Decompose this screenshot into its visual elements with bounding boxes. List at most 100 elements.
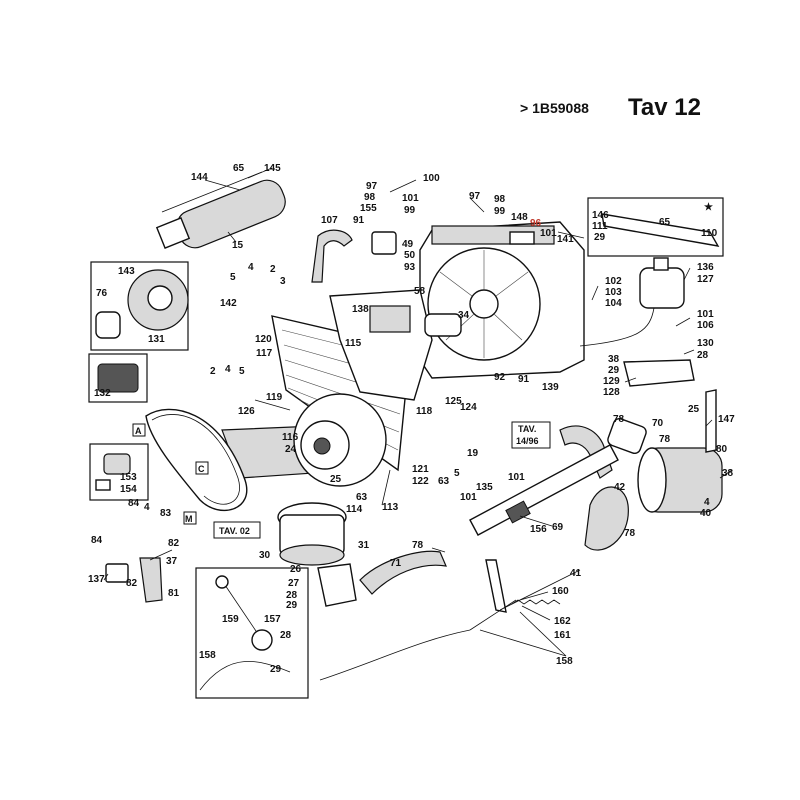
callout: 24 [285, 444, 297, 455]
callout-labels: 144 65 145 15 97 98 155 100 101 99 97 98… [88, 163, 735, 675]
svg-text:A: A [135, 426, 142, 436]
callout: 34 [458, 310, 470, 321]
belt-letter-boxes: A C M [132, 423, 209, 525]
callout: 141 [557, 234, 574, 245]
callout: 4 [704, 497, 710, 508]
callout: 107 [321, 215, 338, 226]
hose-107 [311, 229, 353, 283]
callout: 37 [166, 556, 178, 567]
callout: 124 [460, 402, 477, 413]
callout: 156 [530, 524, 547, 535]
callout: 5 [239, 366, 245, 377]
pre-cleaner-30 [277, 502, 347, 566]
callout: 129 [603, 376, 620, 387]
callout: 104 [605, 298, 622, 309]
callout: 91 [518, 374, 530, 385]
radiator-58 [419, 221, 585, 379]
callout: 83 [160, 508, 172, 519]
callout: 28 [286, 590, 298, 601]
callout: 131 [148, 334, 165, 345]
callout: 101 [460, 492, 477, 503]
callout: 78 [412, 540, 424, 551]
callout: 58 [414, 286, 426, 297]
callout: 25 [330, 474, 342, 485]
callout: 4 [225, 364, 231, 375]
callout: 99 [404, 205, 416, 216]
callout: 127 [697, 274, 714, 285]
ignition-switch-153 [89, 443, 149, 501]
callout: 125 [445, 396, 462, 407]
callout: 91 [353, 215, 365, 226]
air-filter-80 [637, 447, 723, 513]
inset-box-bracket [587, 197, 724, 257]
callout: 138 [352, 304, 369, 315]
callout: 92 [494, 372, 506, 383]
throttle-lever-157 [199, 575, 291, 691]
callout: 5 [230, 272, 236, 283]
callout: 38 [608, 354, 620, 365]
callout: 160 [552, 586, 569, 597]
mount-bracket-128 [623, 359, 695, 387]
serial-reference: > 1B59088 [520, 100, 589, 116]
callout: 146 [592, 210, 609, 221]
inset-box-regulator [88, 353, 148, 403]
callout: 157 [264, 614, 281, 625]
callout: 126 [238, 406, 255, 417]
drive-belt [145, 408, 248, 511]
callout: 153 [120, 472, 137, 483]
svg-text:M: M [185, 514, 193, 524]
callout: 29 [270, 664, 282, 675]
star-marker: ★ [704, 202, 713, 213]
callout: 4 [248, 262, 254, 273]
callout: 115 [345, 338, 362, 349]
callout: 158 [556, 656, 573, 667]
thermostat-49 [371, 231, 397, 255]
callout: 15 [232, 240, 244, 251]
leader-lines [103, 179, 733, 657]
svg-text:14/96: 14/96 [516, 436, 539, 446]
callout: 70 [652, 418, 664, 429]
callout: 96 [530, 218, 542, 229]
callout: 63 [356, 492, 368, 503]
sensor-81 [139, 557, 163, 603]
callout: 103 [605, 287, 622, 298]
callout: 148 [511, 212, 528, 223]
svg-text:C: C [198, 464, 205, 474]
callout: 2 [270, 264, 276, 275]
callout: 29 [608, 365, 620, 376]
callout: 142 [220, 298, 237, 309]
callout: 117 [256, 348, 273, 359]
funnel-26 [317, 563, 357, 607]
callout: 81 [168, 588, 180, 599]
callout: 71 [390, 558, 402, 569]
callout: 101 [508, 472, 525, 483]
callout: 99 [494, 206, 506, 217]
svg-text:TAV.: TAV. [518, 424, 536, 434]
callout: 2 [210, 366, 216, 377]
callout: 113 [382, 502, 399, 513]
callout: 63 [438, 476, 450, 487]
callout: 118 [416, 406, 433, 417]
callout: 102 [605, 276, 622, 287]
callout: 98 [494, 194, 506, 205]
callout: 30 [259, 550, 271, 561]
inset-box-throttle [195, 567, 309, 699]
cross-reference-tav02: TAV. 02 [213, 521, 261, 539]
callout: 143 [118, 266, 135, 277]
callout: 97 [469, 191, 481, 202]
callout: 159 [222, 614, 239, 625]
throttle-cable-158 [319, 629, 471, 681]
callout: 80 [716, 444, 728, 455]
callout: 122 [412, 476, 429, 487]
muffler-15 [155, 167, 286, 249]
callout: 120 [255, 334, 272, 345]
callout: 139 [542, 382, 559, 393]
engine-block-115 [329, 289, 462, 401]
callout: 135 [476, 482, 493, 493]
callout: 161 [554, 630, 571, 641]
callout: 137 [88, 574, 105, 585]
callout: 26 [290, 564, 302, 575]
callout: 78 [613, 414, 625, 425]
relay-137 [105, 563, 129, 583]
callout: 5 [454, 468, 460, 479]
